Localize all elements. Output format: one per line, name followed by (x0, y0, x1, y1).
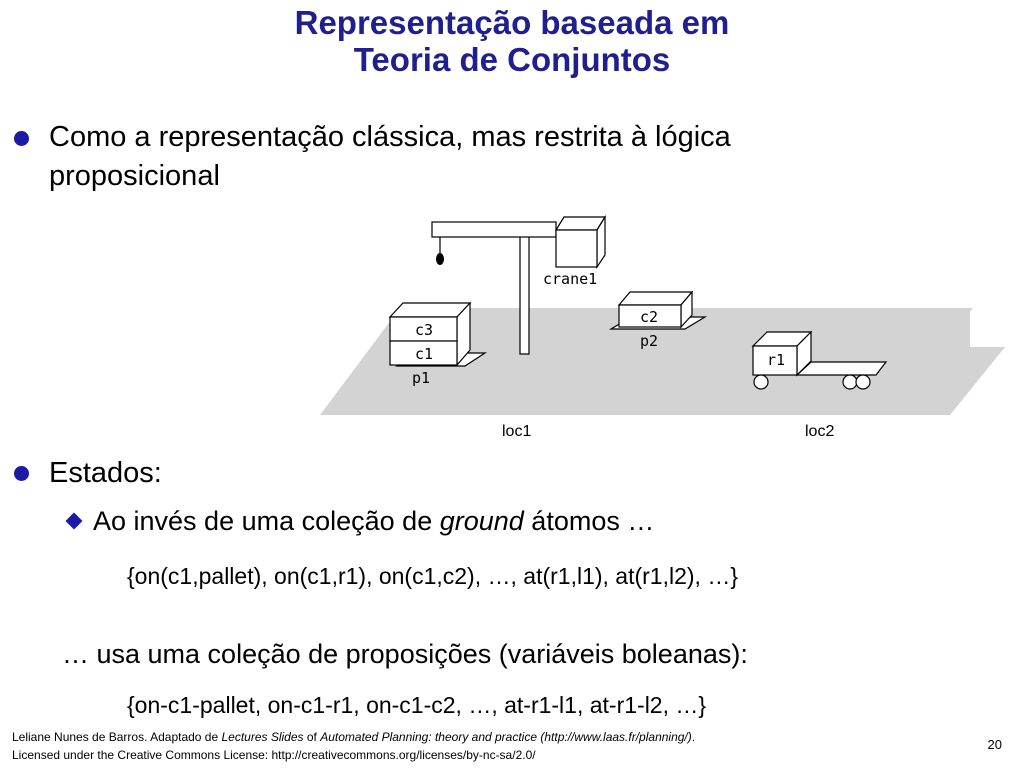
sub-bullet-italic: ground (439, 506, 524, 536)
container-c2 (618, 304, 682, 328)
r1-label: r1 (767, 351, 785, 369)
c2-label: c2 (640, 308, 658, 326)
robot-wheel-rear-2 (855, 374, 871, 390)
footer-line-1: Leliane Nunes de Barros. Adaptado de Lec… (12, 728, 695, 746)
first-order-atoms-set: {on(c1,pallet), on(c1,r1), on(c1,c2), …,… (127, 563, 739, 589)
robot-wheel-front (753, 374, 769, 390)
crane-label: crane1 (543, 270, 597, 288)
sub-bullet-prefix: Ao invés de uma coleção de (93, 506, 440, 536)
propositions-set: {on-c1-pallet, on-c1-r1, on-c1-c2, …, at… (127, 692, 707, 718)
loc2-label: loc2 (805, 423, 834, 440)
container-c2-top (617, 291, 694, 306)
crane-hook (436, 253, 444, 265)
robot-wheel-rear-1 (842, 374, 858, 390)
slide-title: Representação baseada em Teoria de Conju… (0, 4, 1024, 78)
footer-line-2: Licensed under the Creative Commons Lice… (12, 748, 536, 762)
container-c3 (389, 316, 458, 342)
title-line-1: Representação baseada em (294, 4, 730, 41)
bullet-dot-1 (14, 131, 29, 146)
sub-bullet-text: Ao invés de uma coleção de ground átomos… (93, 505, 654, 537)
c3-label: c3 (415, 321, 433, 339)
robot-cab (752, 345, 798, 376)
title-line-2: Teoria de Conjuntos (353, 41, 671, 78)
footer-author: Leliane Nunes de Barros. Adaptado de (12, 730, 222, 744)
bullet-1-line-1: Como a representação clássica, mas restr… (49, 121, 731, 153)
p1-label: p1 (412, 369, 430, 387)
container-c1 (389, 340, 458, 366)
p2-label: p2 (640, 332, 658, 350)
footer-of: of (303, 730, 321, 744)
crane-jib (431, 221, 557, 238)
sub-bullet-suffix: átomos … (523, 506, 655, 536)
footer-book: Automated Planning: theory and practice … (320, 730, 692, 744)
propositions-line: … usa uma coleção de proposições (variáv… (62, 639, 748, 669)
footer-credits: Leliane Nunes de Barros. Adaptado de Lec… (12, 728, 695, 764)
page-number: 20 (987, 737, 1002, 752)
bullet-dot-2 (14, 466, 29, 481)
footer-period: . (691, 730, 696, 744)
sub-bullet-diamond-icon (65, 512, 83, 530)
c1-label: c1 (415, 345, 433, 363)
robot-bed (795, 361, 888, 376)
bullet-2-label: Estados: (49, 457, 162, 489)
dwr-diagram: crane1 c3 c1 p1 c2 p2 r1 loc1 loc2 (320, 214, 1005, 440)
loc1-label: loc1 (502, 423, 531, 440)
crane-cab-front (555, 229, 598, 268)
footer-slides: Lectures Slides (221, 730, 304, 744)
bullet-1-line-2: proposicional (49, 160, 220, 192)
crane-mast (519, 235, 530, 355)
container-c3-top (388, 302, 472, 318)
